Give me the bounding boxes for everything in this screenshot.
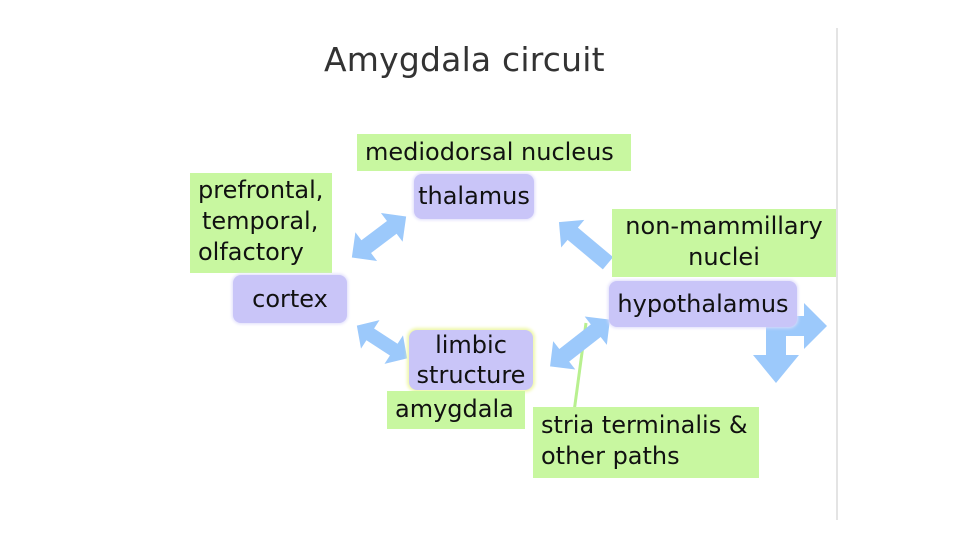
non-mammillary-line: non-mammillary [625,212,823,240]
cortex-node: cortex [233,275,347,323]
stria-terminalis-line: stria terminalis & [541,411,748,439]
nuclei-line: nuclei [688,243,760,271]
stria-terminalis-label: stria terminalis & other paths [533,407,759,478]
limbic-line: limbic [435,331,507,359]
temporal-line: temporal, [202,207,319,235]
structure-line: structure [416,361,526,389]
amygdala-label: amygdala [387,391,525,429]
thalamus-node: thalamus [414,174,534,219]
olfactory-line: olfactory [198,238,304,266]
limbic-structure-node: limbic structure [409,330,533,390]
slide-divider [836,28,838,520]
mediodorsal-nucleus-label: mediodorsal nucleus [357,134,631,171]
prefrontal-line: prefrontal, [198,176,324,204]
non-mammillary-nuclei-label: non-mammillary nuclei [612,209,836,277]
arrow-cortex-thalamus [351,212,407,262]
other-paths-line: other paths [541,442,680,470]
diagram-title: Amygdala circuit [324,40,605,79]
stria-connector-line [572,322,588,413]
hypothalamus-node: hypothalamus [609,281,797,327]
arrow-hypothalamus-thalamus [558,219,614,270]
prefrontal-temporal-olfactory-label: prefrontal, temporal, olfactory [190,173,332,273]
arrow-cortex-limbic [356,320,408,364]
